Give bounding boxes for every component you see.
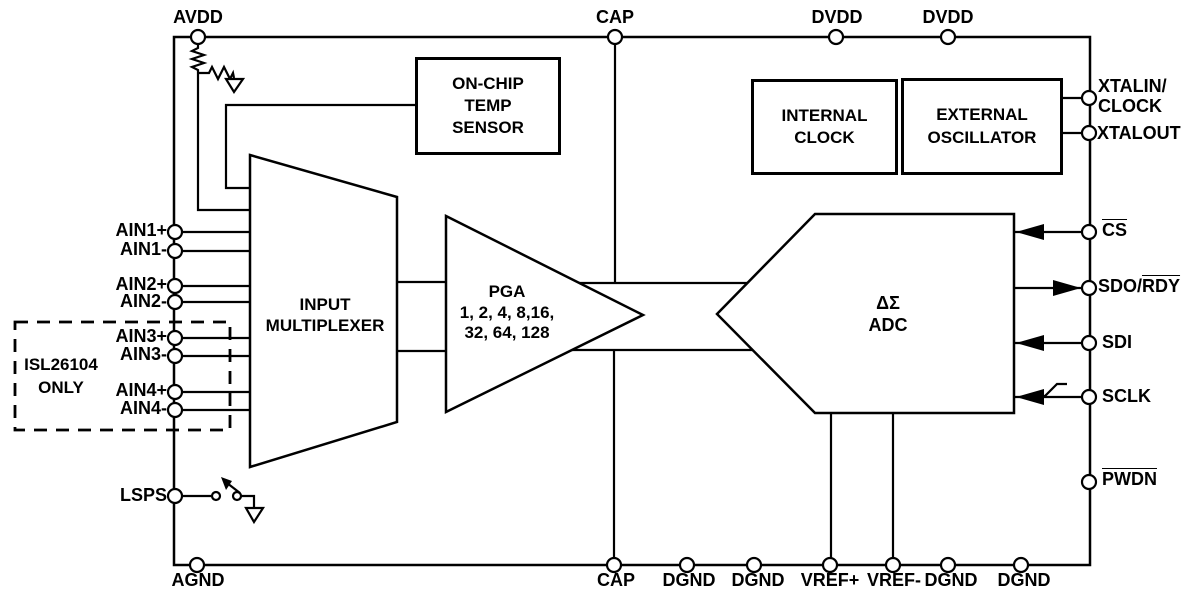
arrow-icons — [1016, 224, 1081, 405]
pin-label-dvdd-2: DVDD — [922, 7, 974, 27]
ain-wires — [178, 230, 250, 412]
pin-label-dgnd-3: DGND — [924, 570, 978, 590]
pin-label-ain4p: AIN4+ — [115, 380, 167, 400]
pga-label: PGA 1, 2, 4, 8,16, 32, 64, 128 — [459, 282, 555, 343]
cap-wire — [612, 44, 617, 558]
pin-label-vrefp: VREF+ — [800, 570, 860, 590]
pin-label-agnd: AGND — [171, 570, 225, 590]
xtal-wires — [1062, 96, 1082, 135]
pin-label-ain2p: AIN2+ — [115, 274, 167, 294]
ground-icon — [244, 506, 266, 525]
pin-label-ain2n: AIN2- — [119, 291, 167, 311]
resistor-icon — [188, 44, 250, 212]
pin-label-sdo-rdy: SDO/RDY — [1098, 276, 1181, 296]
schmitt-trigger-icon — [1035, 382, 1067, 398]
pin-label-sclk: SCLK — [1102, 386, 1151, 406]
pin-label-ain4n: AIN4- — [119, 398, 167, 418]
pin-label-ain3n: AIN3- — [119, 344, 167, 364]
pin-label-cap-top: CAP — [595, 7, 635, 27]
pin-label-dgnd-2: DGND — [731, 570, 785, 590]
lsps-switch — [182, 477, 266, 525]
pin-label-dvdd-1: DVDD — [811, 7, 863, 27]
pin-label-dgnd-1: DGND — [662, 570, 716, 590]
temp-sensor-wire — [224, 103, 416, 190]
switch-arrow-icon — [221, 477, 232, 490]
pin-label-vrefn: VREF- — [867, 570, 921, 590]
pin-label-dgnd-4: DGND — [997, 570, 1051, 590]
input-multiplexer-label: INPUT MULTIPLEXER — [265, 295, 385, 335]
pin-label-ain1n: AIN1- — [119, 239, 167, 259]
external-oscillator-block: EXTERNAL OSCILLATOR — [901, 78, 1063, 175]
avdd-bias-net — [188, 44, 250, 212]
vref-wires — [829, 413, 895, 558]
input-multiplexer-shape — [248, 153, 399, 469]
arrow-left-icon — [1016, 335, 1044, 351]
pin-label-lsps: LSPS — [119, 485, 167, 505]
internal-clock-block: INTERNAL CLOCK — [751, 79, 898, 175]
isl26104-only-dashed-box — [13, 320, 232, 432]
adc-shape — [715, 212, 1016, 415]
pin-label-cs: CS — [1102, 220, 1128, 240]
ground-icon — [224, 77, 246, 95]
pin-label-ain1p: AIN1+ — [115, 220, 167, 240]
pin-label-ain3p: AIN3+ — [115, 326, 167, 346]
arrow-left-icon — [1016, 224, 1044, 240]
pin-label-sdi: SDI — [1102, 332, 1133, 352]
isl26104-only-label: ISL26104 ONLY — [24, 355, 98, 397]
pga-adc-bus — [572, 281, 753, 352]
pga-shape — [444, 213, 646, 415]
on-chip-temp-sensor-block: ON-CHIP TEMP SENSOR — [415, 57, 561, 155]
arrow-left-icon — [1016, 389, 1044, 405]
arrow-right-icon — [1053, 280, 1081, 296]
pin-label-pwdn: PWDN — [1102, 469, 1157, 489]
pin-label-cap-bottom: CAP — [596, 570, 636, 590]
pin-circles — [166, 28, 1098, 574]
pin-label-xtalin-clock: XTALIN/ CLOCK — [1098, 76, 1167, 116]
mux-pga-wires — [397, 280, 446, 353]
adc-label: ΔΣ ADC — [868, 293, 908, 335]
pin-label-avdd: AVDD — [173, 7, 223, 27]
resistor-icon — [198, 64, 236, 82]
pin-label-xtalout: XTALOUT — [1097, 123, 1181, 143]
serial-wires — [1014, 230, 1082, 399]
